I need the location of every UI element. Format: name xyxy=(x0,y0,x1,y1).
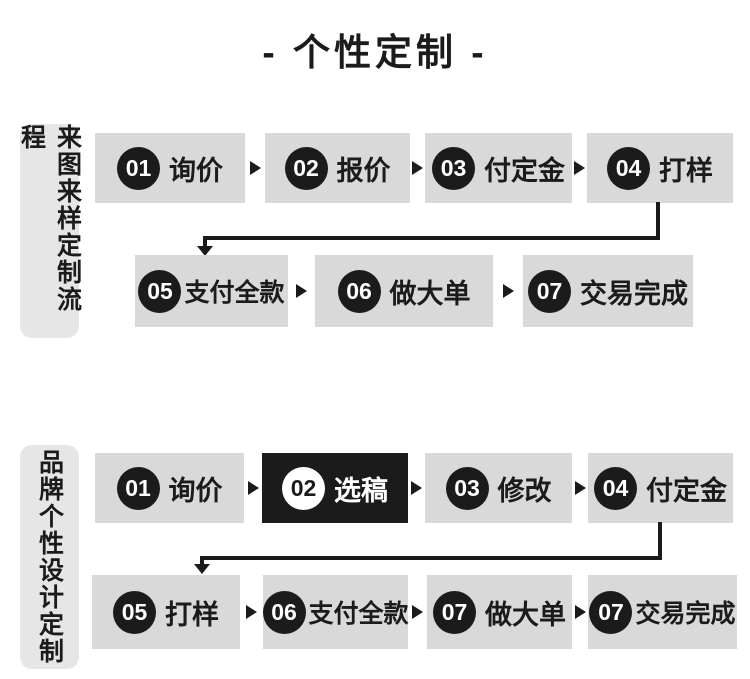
section-label-vertical: 品牌个性设计定制 xyxy=(20,445,79,669)
step-number-badge: 02 xyxy=(282,466,325,510)
step-number-badge: 06 xyxy=(337,269,381,313)
step-label: 交易完成 xyxy=(635,600,736,628)
step-number-badge: 04 xyxy=(607,146,650,190)
step-label: 打样 xyxy=(165,599,219,630)
step-select-draft: 02 选稿 xyxy=(262,453,408,523)
step-inquiry: 01 询价 xyxy=(95,133,245,203)
flow-connector-line xyxy=(656,202,660,240)
step-number-badge: 01 xyxy=(116,466,160,510)
step-number-badge: 05 xyxy=(113,590,156,634)
step-number-badge: 03 xyxy=(432,146,475,190)
flow-connector-line xyxy=(658,522,662,560)
step-deal-complete: 07 交易完成 xyxy=(523,255,693,327)
step-quote: 02 报价 xyxy=(265,133,410,203)
step-pay-deposit: 03 付定金 xyxy=(425,133,572,203)
step-inquiry: 01 询价 xyxy=(95,453,244,523)
arrow-right-icon xyxy=(572,478,588,498)
step-label: 修改 xyxy=(497,475,552,506)
step-pay-balance: 06 支付全款 xyxy=(262,575,409,649)
flow-connector-line xyxy=(200,556,662,560)
step-sampling: 05 打样 xyxy=(92,575,240,649)
step-number-badge: 02 xyxy=(284,146,328,190)
step-label: 打样 xyxy=(659,155,713,186)
step-number-badge: 03 xyxy=(445,466,489,510)
step-label: 支付全款 xyxy=(308,600,409,628)
step-number-badge: 05 xyxy=(138,269,182,313)
step-number-badge: 07 xyxy=(589,590,633,634)
step-label: 选稿 xyxy=(334,475,388,506)
step-label: 做大单 xyxy=(389,278,471,309)
flow-connector-line xyxy=(203,236,660,240)
step-label: 询价 xyxy=(169,155,223,186)
step-number-badge: 07 xyxy=(433,590,476,634)
arrow-right-icon xyxy=(572,602,588,622)
arrow-right-icon xyxy=(408,478,425,498)
step-number-badge: 06 xyxy=(262,590,306,634)
step-deal-complete: 07 交易完成 xyxy=(588,575,737,649)
step-pay-balance: 05 支付全款 xyxy=(135,255,288,327)
step-label: 做大单 xyxy=(485,599,566,630)
step-pay-deposit: 04 付定金 xyxy=(588,453,733,523)
arrow-down-icon xyxy=(194,564,210,574)
flow-connector-line xyxy=(200,556,204,567)
step-label: 付定金 xyxy=(484,155,565,186)
step-label: 报价 xyxy=(336,155,391,186)
step-sampling: 04 打样 xyxy=(587,133,733,203)
arrow-right-icon xyxy=(240,602,263,622)
section-label-vertical: 来图来样定制流程 xyxy=(18,124,82,338)
step-number-badge: 04 xyxy=(594,466,637,510)
step-label: 付定金 xyxy=(646,475,727,506)
step-revise: 03 修改 xyxy=(425,453,572,523)
step-bulk-order: 06 做大单 xyxy=(315,255,493,327)
step-label: 支付全款 xyxy=(184,279,285,307)
arrow-right-icon xyxy=(244,478,262,498)
flow-connector-line xyxy=(203,236,207,249)
arrow-down-icon xyxy=(197,246,213,256)
arrow-right-icon xyxy=(408,602,427,622)
step-label: 交易完成 xyxy=(580,278,688,309)
step-number-badge: 07 xyxy=(528,269,571,313)
page-title: - 个性定制 - xyxy=(262,32,488,73)
step-number-badge: 01 xyxy=(117,146,160,190)
step-label: 询价 xyxy=(168,475,223,506)
step-bulk-order: 07 做大单 xyxy=(427,575,572,649)
